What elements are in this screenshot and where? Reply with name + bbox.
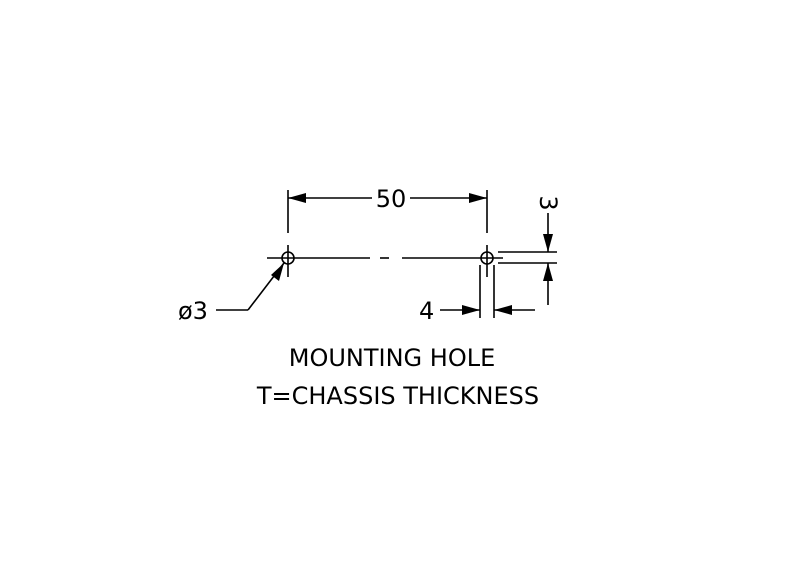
dimension-3-label: 3 <box>534 195 562 210</box>
dimension-3: 3 <box>498 195 562 305</box>
caption-line-2: T=CHASSIS THICKNESS <box>256 382 539 410</box>
dimension-4: 4 <box>419 265 535 325</box>
hole-right <box>480 245 494 277</box>
dimension-50-label: 50 <box>376 185 407 213</box>
dimension-diameter-label: ø3 <box>178 297 208 325</box>
hole-left <box>281 245 295 277</box>
caption-line-1: MOUNTING HOLE <box>289 344 496 372</box>
dimension-diameter: ø3 <box>178 262 285 325</box>
dimension-50: 50 <box>287 185 488 233</box>
dimension-4-label: 4 <box>419 297 434 325</box>
